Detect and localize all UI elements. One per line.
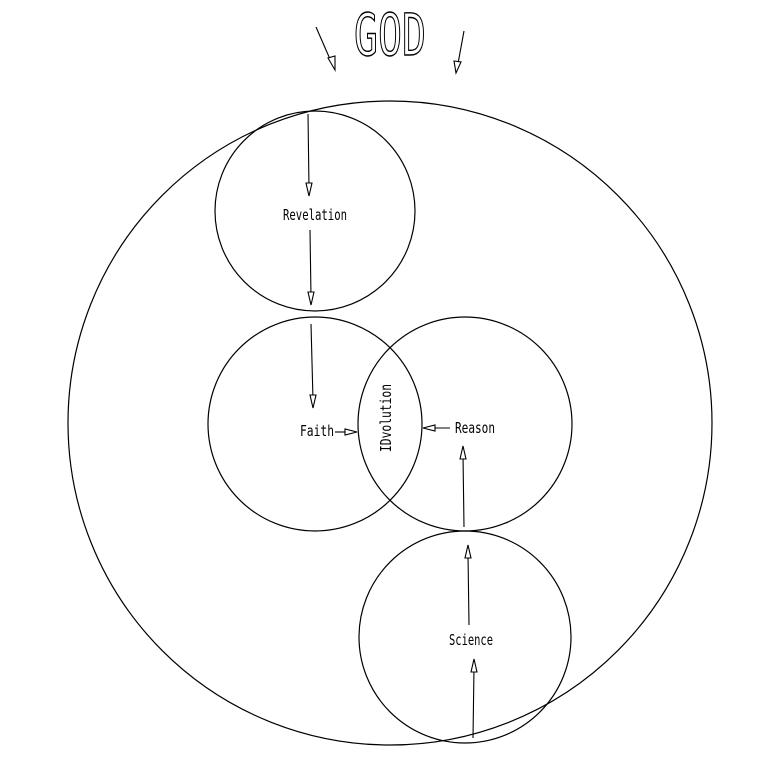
label-reason: Reason [455,419,495,437]
label-faith: Faith [300,422,334,440]
label-science: Science [449,631,493,649]
faith-circle [207,316,423,532]
title-god: GOD [354,1,426,69]
science-upper-arrow [464,544,472,626]
science-lower-arrow [470,658,478,739]
god-arrow-right [453,30,465,75]
faith-down-arrow [309,323,317,409]
label-idvolution: IDvolution [377,384,395,452]
reason-left-arrow [422,424,450,432]
label-revelation: Revelation [283,206,347,224]
reason-up-arrow [459,445,467,528]
revelation-top-arrow [305,113,313,197]
revelation-bottom-arrow [307,229,315,306]
revelation-circle [214,110,416,312]
faith-right-arrow [335,428,358,436]
god-arrow-left [315,26,336,73]
outer-circle [67,100,713,746]
science-circle [358,530,572,744]
